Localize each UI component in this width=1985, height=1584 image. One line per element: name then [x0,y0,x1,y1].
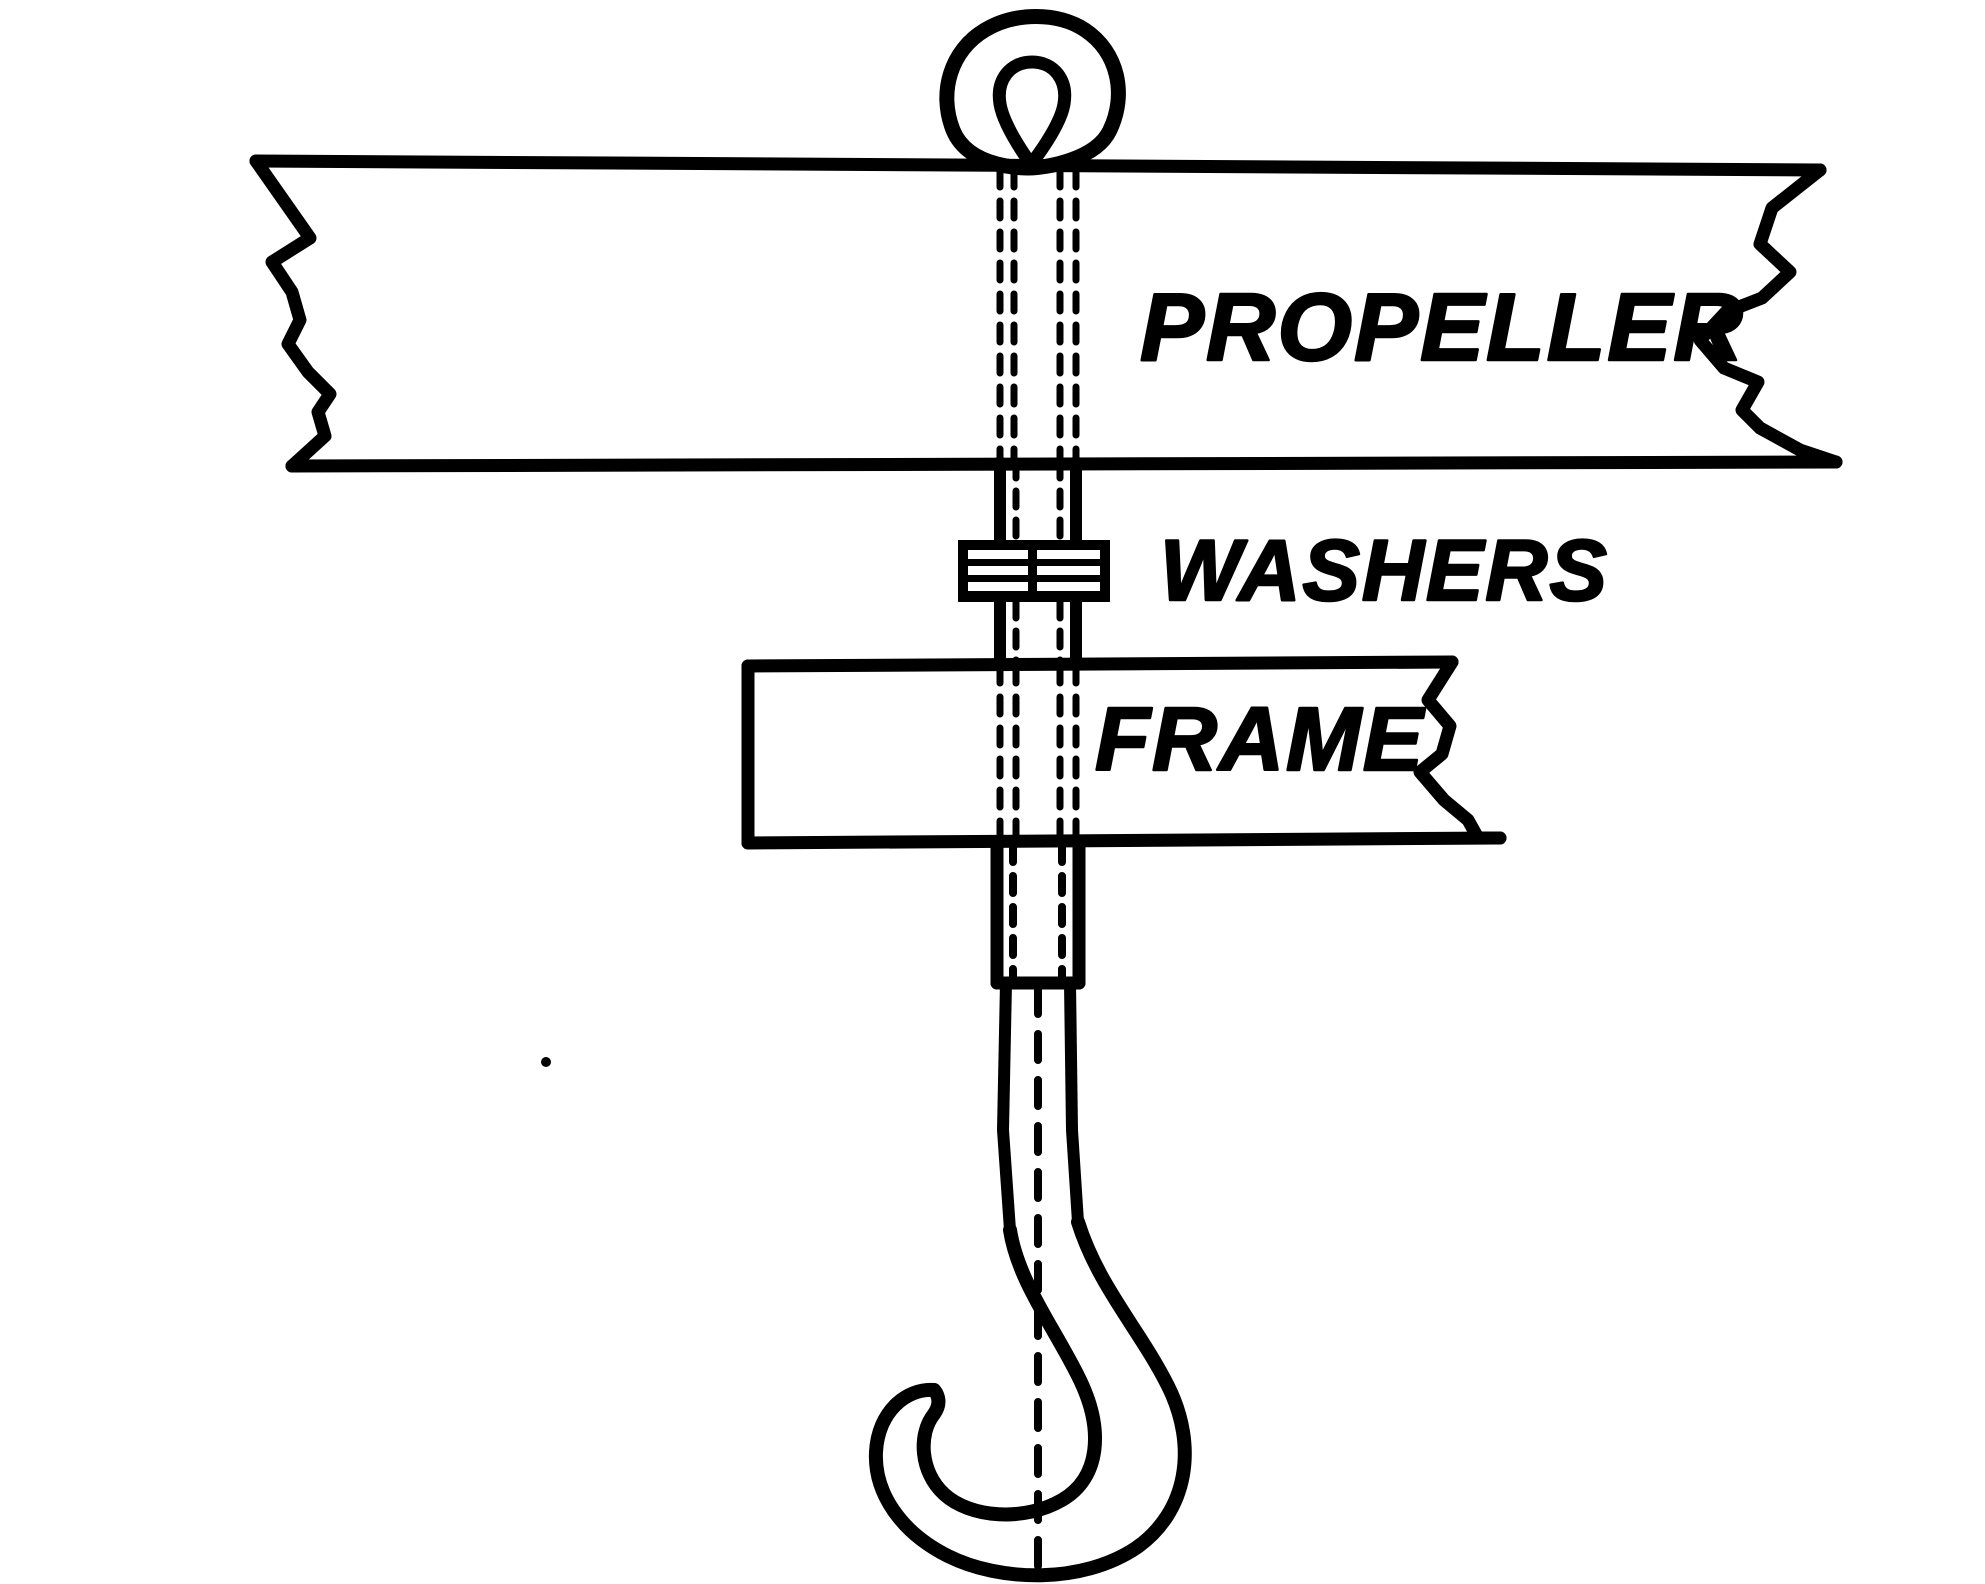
washer-stack [958,540,1110,602]
frame-bottom-edge [741,831,1507,850]
propeller-hub [249,154,1843,473]
frame-right-break-edge [1413,655,1507,845]
shaft-upper-section [994,456,1082,551]
stray-ink-mark [541,1057,551,1067]
propeller-top-edge [249,154,1827,177]
propeller-right-break-edge [1693,163,1843,469]
washer-shaft-break-1 [1028,550,1037,559]
frame-label: FRAME [1095,690,1426,790]
hook-outer-curve [868,1215,1192,1583]
shaft-middle-section [994,596,1082,671]
propeller-bottom-edge [285,455,1843,473]
washer-shaft-break-2 [1028,566,1037,575]
shank [997,977,1084,1236]
frame-top-edge [741,655,1459,673]
eye-inner-hole [992,55,1072,171]
propeller-label: PROPELLER [1140,274,1745,381]
frame-block [741,655,1507,850]
shank-left-edge [997,977,1016,1236]
hook-inner-curve [916,1223,1102,1522]
washer-shaft-break-3 [1028,582,1037,591]
hook [868,1215,1192,1583]
eye-outer-ring [939,9,1126,176]
propeller-left-break-edge [249,154,337,473]
shank-right-edge [1064,977,1084,1228]
eye-loop [939,9,1126,176]
washers-label: WASHERS [1160,523,1609,619]
